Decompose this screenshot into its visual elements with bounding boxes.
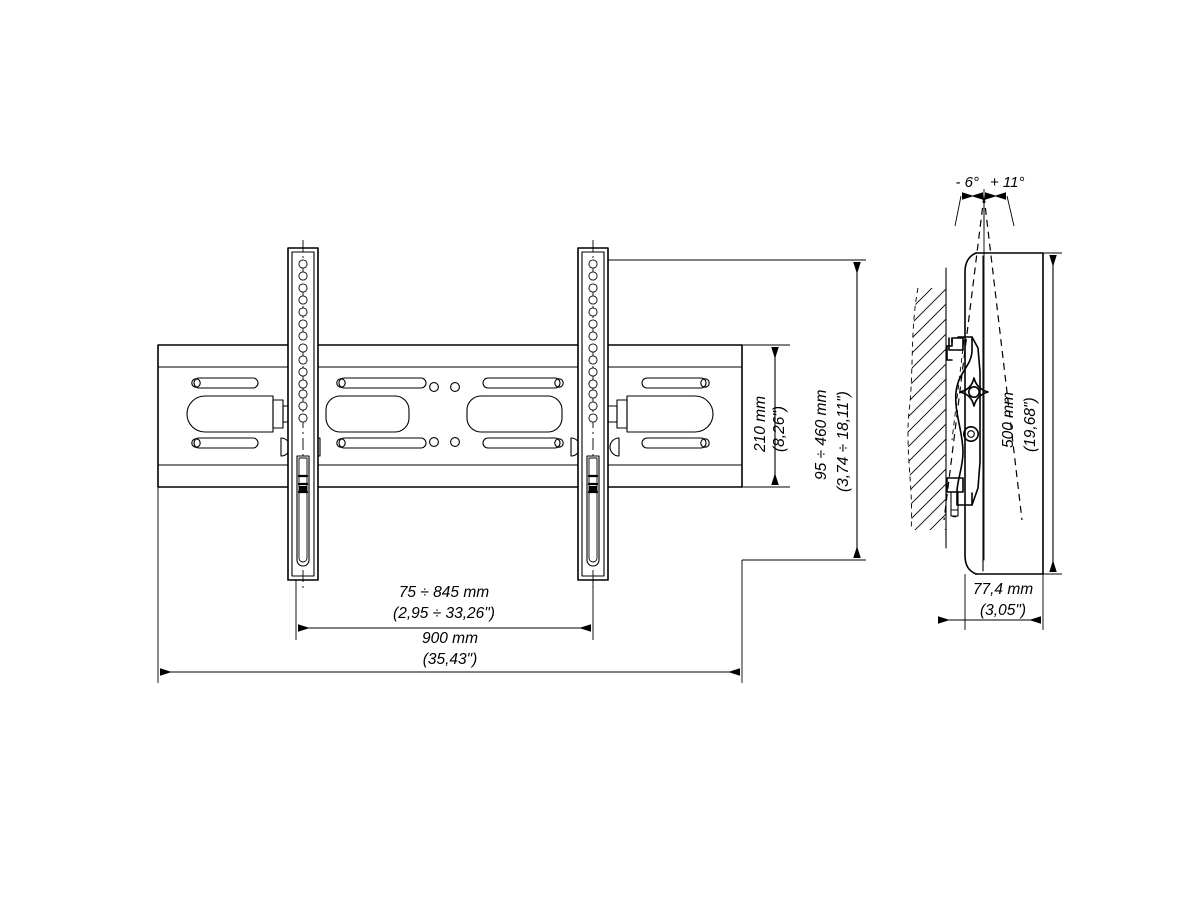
rail-height-metric-label: 210 mm <box>752 396 769 453</box>
arm-height-range-metric-label: 95 ÷ 460 mm <box>813 390 830 480</box>
arm-left-hole-column <box>296 259 310 567</box>
front-view: 210 mm (8,26") 95 ÷ 460 mm (3,74 ÷ 18,11… <box>157 240 866 683</box>
depth-imperial-label: (3,05") <box>980 602 1026 619</box>
display-panel-profile <box>964 252 1044 575</box>
tilt-mechanism <box>946 336 989 518</box>
wall-section <box>907 267 947 549</box>
panel-height-metric-label: 500 mm <box>1000 392 1017 448</box>
depth-dimension-group: 77,4 mm (3,05") <box>938 574 1044 630</box>
tilt-angle-dimensions: - 6° + 11° <box>954 174 1025 230</box>
rail-right-section <box>607 377 714 457</box>
overall-width-metric-label: 900 mm <box>422 630 478 647</box>
rail-left-section <box>186 377 293 457</box>
tilt-down-angle-label: - 6° <box>955 174 979 191</box>
rail-height-imperial-label: (8,26") <box>771 406 788 452</box>
depth-metric-label: 77,4 mm <box>973 581 1033 598</box>
panel-height-imperial-label: (19,68") <box>1022 397 1039 452</box>
overall-width-imperial-label: (35,43") <box>423 651 478 668</box>
tilt-up-angle-label: + 11° <box>990 174 1025 191</box>
arm-spacing-imperial-label: (2,95 ÷ 33,26") <box>393 605 495 622</box>
front-view-dimensions: 210 mm (8,26") 95 ÷ 460 mm (3,74 ÷ 18,11… <box>157 259 866 683</box>
arm-height-range-imperial-label: (3,74 ÷ 18,11") <box>835 391 852 492</box>
vertical-arm-right <box>577 240 609 590</box>
mount-rail <box>157 344 743 488</box>
arm-spacing-metric-label: 75 ÷ 845 mm <box>399 584 489 601</box>
rail-center-section <box>310 377 581 457</box>
tilt-range-indicators <box>943 195 1023 561</box>
side-view: - 6° + 11° 500 mm (19,68") 77,4 mm (3,05… <box>907 174 1062 630</box>
arm-right-hole-column <box>586 259 600 567</box>
vertical-arm-left <box>287 240 319 590</box>
panel-height-dimension-group: 500 mm (19,68") <box>1000 252 1062 575</box>
